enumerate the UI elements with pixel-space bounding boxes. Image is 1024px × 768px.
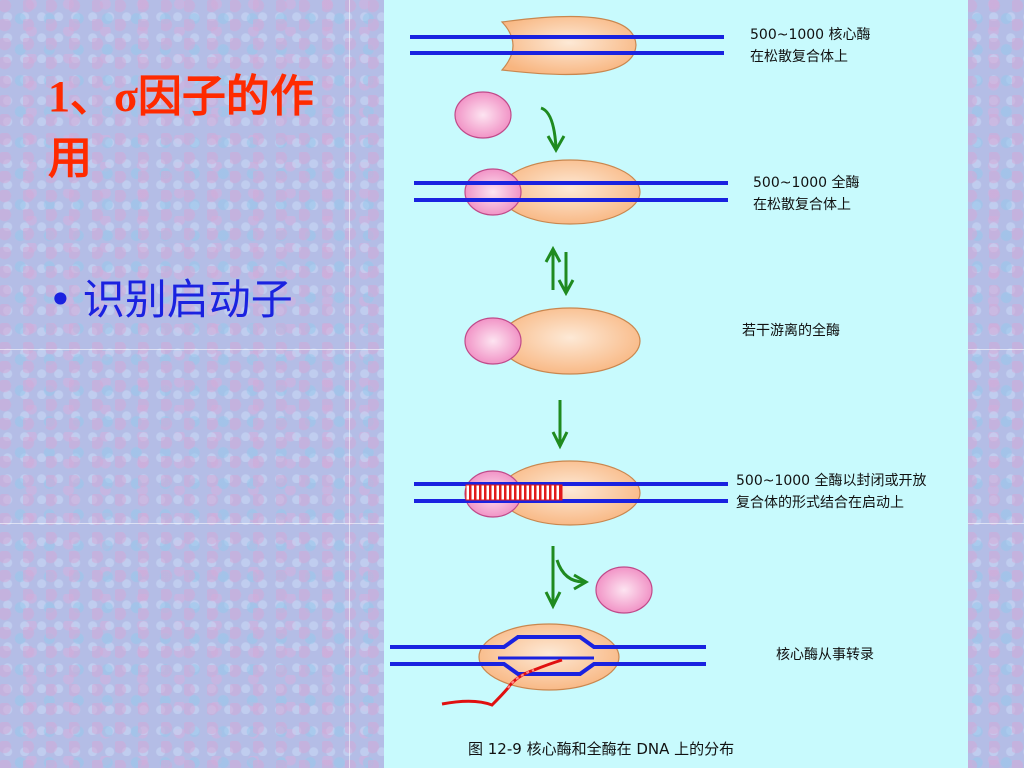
stage-2-label: 500~1000 全酶 在松散复合体上 [753,172,860,216]
label-line: 复合体的形式结合在启动上 [736,495,904,511]
dna-strand [390,635,706,649]
label-line: 在松散复合体上 [753,197,851,213]
stage-5-transcription [390,623,706,707]
label-line: 若干游离的全酶 [742,323,840,339]
sigma-factor [454,91,512,139]
diagram-panel: 500~1000 核心酶 在松散复合体上 500~1000 全酶 在松散复合体上… [384,0,968,768]
stage-1-core-on-dna [410,15,724,76]
sigma-factor [464,317,522,365]
stage-5-label: 核心酶从事转录 [776,644,874,666]
bullet-text: 识别启动子 [82,275,293,324]
stage-1-label: 500~1000 核心酶 在松散复合体上 [750,24,871,68]
label-line: 核心酶从事转录 [776,647,874,663]
stage-3-free-holoenzyme [464,307,641,375]
bullet-dot: • [48,275,73,324]
label-line: 500~1000 全酶 [753,175,860,191]
dna-strand [390,662,706,676]
stage-4-promoter-complex [414,460,728,526]
figure-caption: 图 12-9 核心酶和全酶在 DNA 上的分布 [468,740,735,758]
arrow-equilibrium [544,245,575,297]
sigma-factor [595,566,653,614]
bg-seam [349,0,350,768]
sigma-factor [464,168,522,216]
label-line: 500~1000 核心酶 [750,27,871,43]
arrow-down [551,400,569,450]
slide-title: 1、σ因子的作用 [48,72,314,183]
stage-2-holo-on-dna [414,159,728,225]
diagram-svg [390,15,728,707]
label-line: 在松散复合体上 [750,49,848,65]
core-enzyme [500,15,637,76]
stage-3-label: 若干游离的全酶 [742,320,840,342]
arrow-down [540,106,566,154]
bullet-item: •识别启动子 [48,272,293,328]
arrow-release [544,546,589,610]
stage-4-label: 500~1000 全酶以封闭或开放 复合体的形式结合在启动上 [736,470,927,514]
promoter-region [465,484,563,501]
label-line: 500~1000 全酶以封闭或开放 [736,473,927,489]
rna-transcript-dashed [507,669,535,689]
